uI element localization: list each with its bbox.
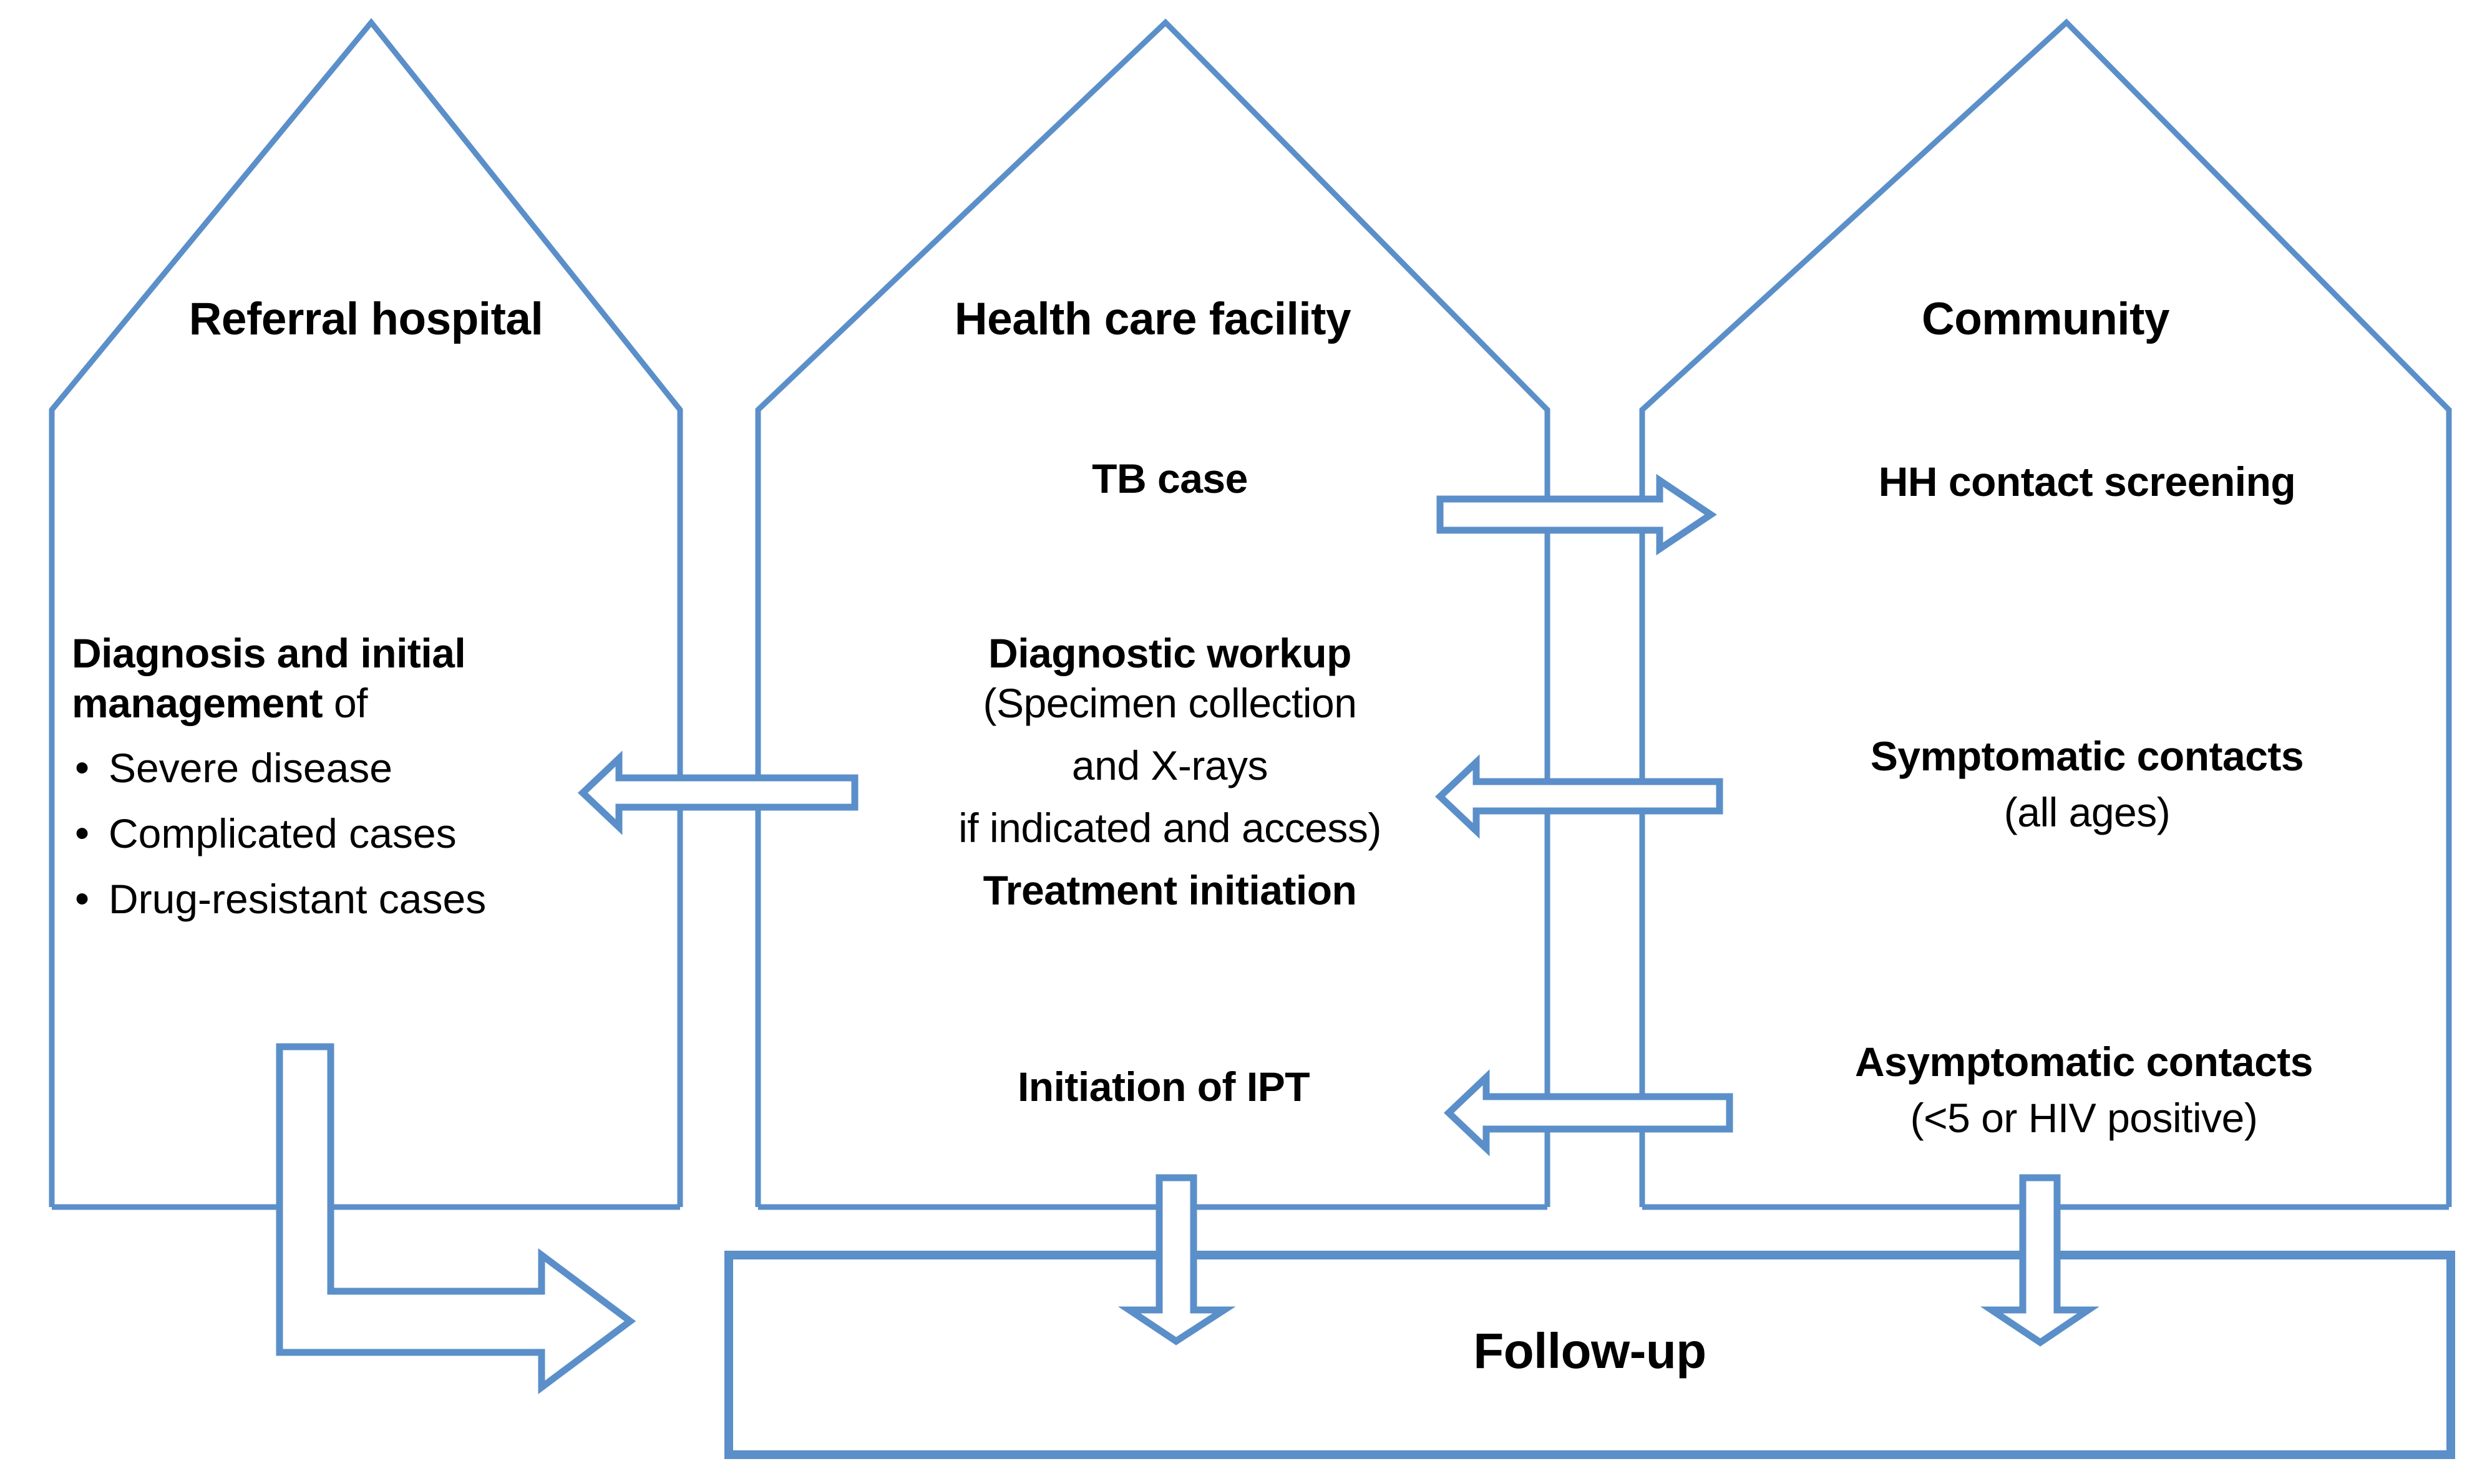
facility-to-followup-arrow [1117,1174,1236,1346]
asymptomatic-contacts-arrow [1444,1069,1733,1157]
facility-item-tb-case: TB case [1092,455,1248,502]
community-item-symptomatic-contacts: Symptomatic contacts [1870,733,2304,779]
community-to-followup-arrow [1980,1174,2100,1347]
bullet-icon: • [75,810,90,856]
house-title-community: Community [1922,294,2170,344]
hh-contact-screening-arrow [1436,473,1717,556]
facility-item-initiation-of-ipt: Initiation of IPT [1017,1064,1310,1110]
followup-box [724,1251,2455,1459]
facility-item-if-indicated: if indicated and access) [958,805,1381,851]
facility-item-treatment-initiation: Treatment initiation [983,867,1357,913]
facility-item-specimen-collection: (Specimen collection [983,680,1357,726]
referral-heading-line1: Diagnosis and initial [72,630,466,676]
list-item: • Complicated cases [75,810,674,857]
referral-to-followup-arrow [276,1043,636,1394]
house-title-health-care-facility: Health care facility [954,294,1351,344]
bullet-icon: • [75,744,90,790]
house-title-referral-hospital: Referral hospital [188,294,543,344]
house-shape-community [1639,18,2452,1207]
facility-item-and-xrays: and X-rays [1071,742,1268,788]
bullet-label: Drug-resistant cases [109,876,487,922]
referral-heading-line2-bold: management [72,680,323,726]
referral-arrow [578,750,859,835]
community-item-hh-contact-screening: HH contact screening [1878,458,2296,505]
bullet-label: Severe disease [109,745,392,791]
referral-heading-line2-rest: of [323,680,368,726]
symptomatic-contacts-arrow [1435,754,1723,839]
house-shape-health-care-facility [755,18,1550,1207]
followup-label: Follow-up [1473,1323,1706,1379]
list-item: • Drug-resistant cases [75,875,674,923]
community-item-all-ages: (all ages) [2003,789,2171,835]
house-shape-referral-hospital [49,17,683,1207]
facility-item-diagnostic-workup: Diagnostic workup [988,630,1351,676]
community-item-hiv-positive: (<5 or HIV positive) [1910,1095,2258,1141]
bullet-icon: • [75,875,90,921]
community-item-asymptomatic-contacts: Asymptomatic contacts [1854,1039,2314,1085]
bullet-label: Complicated cases [109,810,457,856]
referral-heading-line2: management of [72,680,646,727]
list-item: • Severe disease [75,744,674,792]
